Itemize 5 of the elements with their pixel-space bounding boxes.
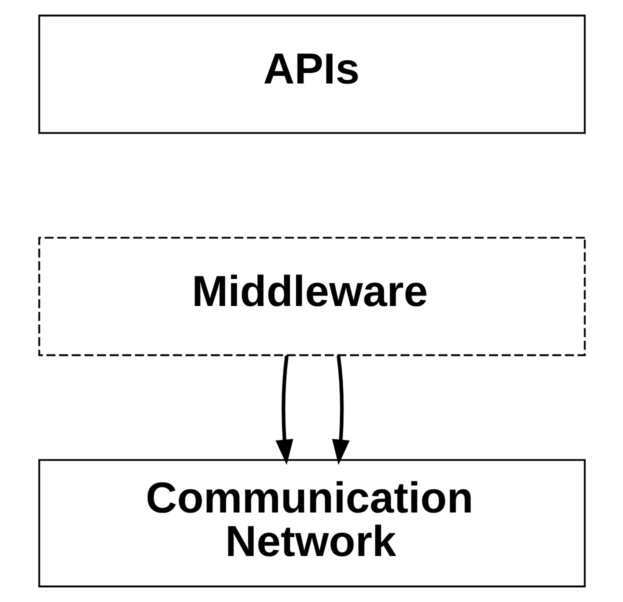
node-box: APIs bbox=[38, 14, 586, 134]
arrow bbox=[332, 356, 350, 465]
node-box: Communication Network bbox=[38, 459, 586, 588]
arrow bbox=[275, 356, 293, 465]
node-box: Middleware bbox=[38, 236, 586, 356]
